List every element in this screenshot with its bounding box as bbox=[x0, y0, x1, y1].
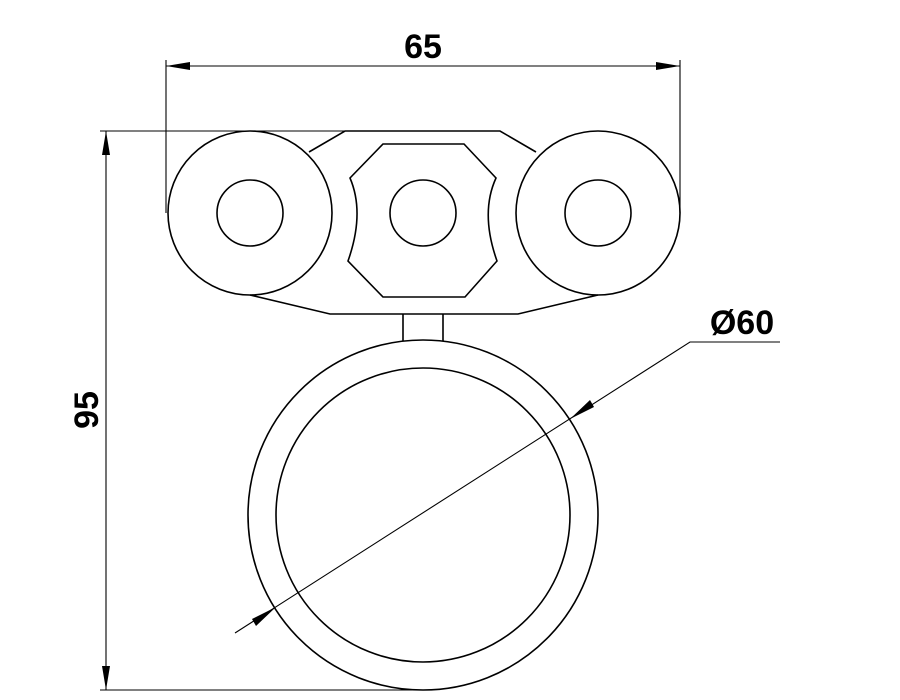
dimension-width: 65 bbox=[165, 28, 681, 213]
carriage-plate bbox=[249, 130, 599, 315]
arrow-right bbox=[656, 62, 680, 70]
right-wheel bbox=[515, 130, 681, 296]
dimension-height-label: 95 bbox=[68, 391, 106, 429]
dimension-width-label: 65 bbox=[404, 28, 442, 66]
arrow-top bbox=[102, 131, 110, 155]
hex-nut bbox=[347, 143, 498, 298]
ring-outer bbox=[247, 339, 599, 691]
arrow-bottom bbox=[102, 666, 110, 690]
dimension-diameter-label: Ø60 bbox=[710, 304, 774, 342]
left-wheel bbox=[167, 130, 333, 296]
right-wheel-hole bbox=[564, 179, 632, 247]
stem bbox=[402, 314, 444, 341]
center-hole bbox=[389, 179, 457, 247]
left-wheel-hole bbox=[216, 179, 284, 247]
dimension-diameter: Ø60 bbox=[234, 304, 780, 634]
ring-inner bbox=[275, 367, 571, 663]
arrow-upper bbox=[570, 400, 594, 419]
dimension-height: 95 bbox=[68, 130, 423, 691]
arrow-left bbox=[166, 62, 190, 70]
pipe-ring bbox=[247, 339, 599, 691]
arrow-lower bbox=[252, 607, 276, 626]
roller-carriage bbox=[167, 130, 681, 341]
